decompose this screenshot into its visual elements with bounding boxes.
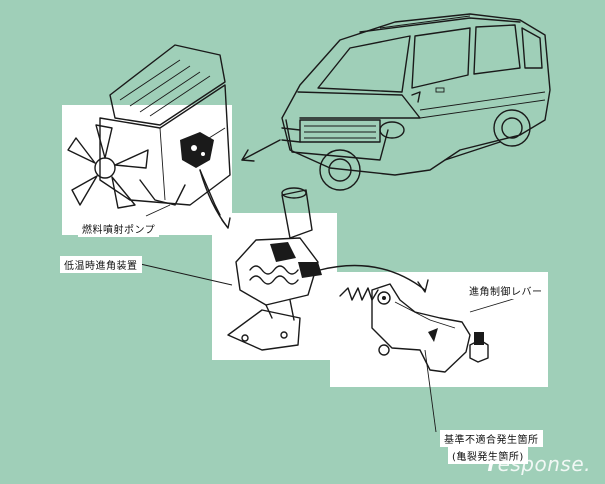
fuel-injection-pump-label: 燃料噴射ポンプ [78,220,160,237]
response-watermark: response. [487,452,591,476]
arrow-device-to-lever [319,264,426,291]
callout-arrows [135,139,541,433]
leader-advance-device [135,262,233,286]
lever-illustration [339,283,489,373]
crack-location-label: (亀裂発生箇所) [448,447,528,464]
cold-advance-device-label: 低温時進角装置 [60,256,142,273]
leader-nonconformity [424,349,437,433]
leader-fuel-pump [145,204,171,217]
cooling-fan [67,124,149,209]
engine-panel [62,105,232,235]
watermark-prefix: r [487,452,498,476]
van-illustration [281,13,551,191]
nonconformity-location-label: 基準不適合発生箇所 [440,430,543,447]
watermark-text: esponse. [497,452,591,476]
advance-device-panel [212,213,337,360]
engine-illustration [67,44,231,216]
advance-device-illustration [227,187,322,351]
advance-control-lever-label: 進角制御レバー [465,282,547,299]
arrow-van-to-engine [241,139,281,161]
